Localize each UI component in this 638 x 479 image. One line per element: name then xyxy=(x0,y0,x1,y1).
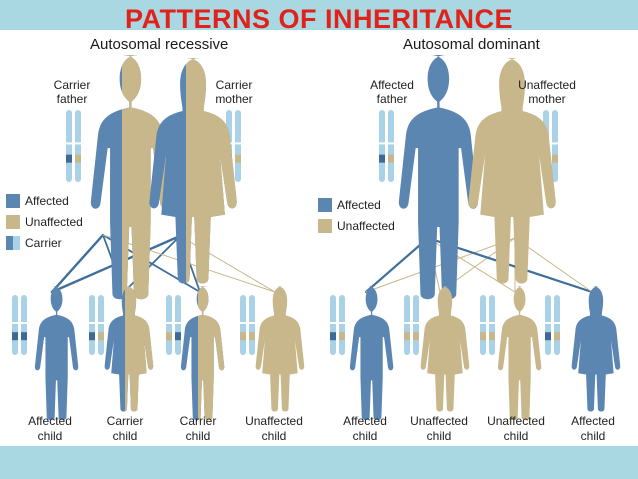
chromosome xyxy=(98,295,104,355)
chromosome xyxy=(21,295,27,355)
legend-unaffected: Unaffected xyxy=(6,211,83,232)
legend-label: Affected xyxy=(25,193,69,208)
chromosome xyxy=(388,110,394,182)
unaffected-mother-figure xyxy=(468,58,556,284)
legend-unaffected: Unaffected xyxy=(318,215,395,236)
chromosome xyxy=(404,295,410,355)
unaffected-swatch xyxy=(318,218,332,233)
affected-child-figure xyxy=(571,286,621,412)
inheritance-line xyxy=(364,236,430,294)
unaffected-child-figure xyxy=(497,286,542,421)
legend-affected: Affected xyxy=(6,190,83,211)
dominant-child-2-label: Unaffected child xyxy=(410,414,468,443)
carrier-child-figure xyxy=(180,286,225,421)
carrier-father-figure xyxy=(90,55,170,300)
recessive-mother-label: Carrier mother xyxy=(215,78,253,106)
legend-affected: Affected xyxy=(318,194,395,215)
recessive-child-4-label: Unaffected child xyxy=(245,414,303,443)
inheritance-line xyxy=(50,233,105,294)
chromosome xyxy=(89,295,95,355)
carrier-mother-figure xyxy=(149,58,237,284)
dominant-child-1-label: Affected child xyxy=(343,414,387,443)
chromosome xyxy=(545,295,551,355)
chromosome xyxy=(175,295,181,355)
dominant-father-label: Affected father xyxy=(370,78,414,106)
chromosome xyxy=(240,295,246,355)
unaffected-child-figure xyxy=(255,286,305,412)
recessive-child-2-label: Carrier child xyxy=(106,414,144,443)
dominant-legend: Affected Unaffected xyxy=(318,194,395,236)
affected-swatch xyxy=(6,193,20,208)
carrier-child-figure xyxy=(104,286,154,412)
slide-title: PATTERNS OF INHERITANCE xyxy=(125,4,513,34)
inheritance-figure: Autosomal recessive Autosomal dominant C… xyxy=(0,30,638,446)
inheritance-diagram-art xyxy=(12,55,621,421)
dominant-child-4-label: Affected child xyxy=(571,414,615,443)
chromosome xyxy=(235,110,241,182)
recessive-legend: Affected Unaffected Carrier xyxy=(6,190,83,253)
chromosome xyxy=(480,295,486,355)
chromosome xyxy=(166,295,172,355)
carrier-swatch xyxy=(6,235,20,250)
chromosome xyxy=(75,110,81,182)
chromosome xyxy=(330,295,336,355)
affected-child-figure xyxy=(349,286,394,421)
chromosome xyxy=(66,110,72,182)
legend-carrier: Carrier xyxy=(6,232,83,253)
recessive-heading: Autosomal recessive xyxy=(90,36,229,53)
legend-label: Unaffected xyxy=(25,214,83,229)
recessive-child-3-label: Carrier child xyxy=(179,414,217,443)
title-band xyxy=(0,0,638,30)
inheritance-line xyxy=(365,237,516,293)
chromosome xyxy=(12,295,18,355)
recessive-father-label: Carrier father xyxy=(53,78,91,106)
chromosome xyxy=(489,295,495,355)
affected-child-figure xyxy=(34,286,79,421)
affected-swatch xyxy=(318,197,332,212)
footer-band xyxy=(0,446,638,479)
chromosome xyxy=(413,295,419,355)
chromosome xyxy=(379,110,385,182)
legend-label: Affected xyxy=(337,197,381,212)
chromosome xyxy=(554,295,560,355)
chromosome xyxy=(339,295,345,355)
legend-label: Unaffected xyxy=(337,218,395,233)
dominant-child-3-label: Unaffected child xyxy=(487,414,545,443)
recessive-child-1-label: Affected child xyxy=(28,414,72,443)
dominant-mother-label: Unaffected mother xyxy=(518,78,576,106)
legend-label: Carrier xyxy=(25,235,62,250)
unaffected-swatch xyxy=(6,214,20,229)
chromosome xyxy=(552,110,558,182)
chromosome xyxy=(249,295,255,355)
affected-father-figure xyxy=(398,55,478,300)
dominant-heading: Autosomal dominant xyxy=(403,36,540,53)
unaffected-child-figure xyxy=(420,286,470,412)
inheritance-line xyxy=(179,235,276,293)
